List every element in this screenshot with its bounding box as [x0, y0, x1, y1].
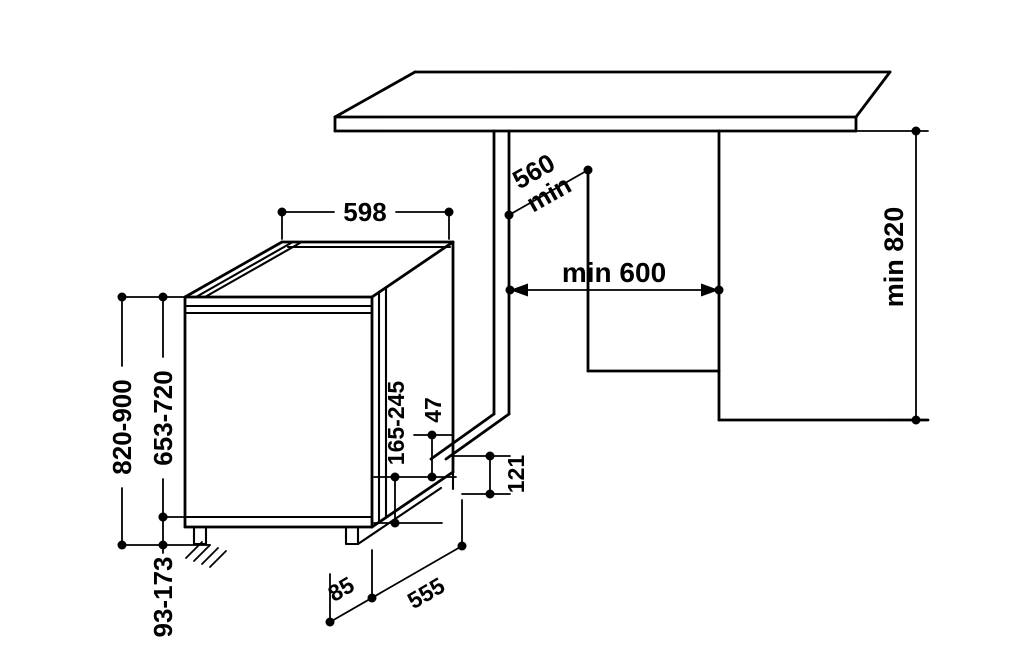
dim-label-door-panel-bottom: 165-245	[383, 381, 409, 466]
dishwasher-front-details	[183, 304, 374, 519]
dim-door-panel-bottom: 165-245	[373, 381, 457, 528]
dim-appliance-height: 820-900	[107, 292, 211, 550]
niche-left-wall	[429, 129, 590, 461]
dim-label-gap-47: 47	[420, 397, 446, 423]
niche-floor	[586, 369, 930, 422]
dim-clearance-121: 121	[452, 451, 529, 499]
dishwasher-feet	[192, 470, 455, 546]
dim-niche-width: min 600	[505, 257, 724, 297]
dim-label-plinth-height: 93-173	[148, 557, 178, 638]
worktop	[333, 70, 892, 133]
dim-gap-47: 47	[413, 397, 453, 482]
dim-plinth-height: 93-173	[148, 512, 178, 638]
dim-label-appliance-height: 820-900	[107, 379, 137, 474]
dishwasher-top-details	[194, 241, 452, 299]
dim-label-niche-height: min 820	[879, 207, 909, 308]
dim-door-panel-height: 653-720	[148, 292, 188, 522]
dim-label-niche-width: min 600	[562, 257, 666, 288]
dishwasher-body	[183, 240, 455, 568]
dishwasher-side-face	[370, 240, 455, 529]
dim-label-top-width: 598	[343, 197, 386, 227]
dim-label-clearance-121: 121	[503, 455, 529, 494]
dim-label-door-panel-height: 653-720	[148, 370, 178, 465]
floor-hatch	[185, 541, 227, 568]
dim-niche-height: min 820	[857, 126, 929, 425]
dim-top-width: 598	[277, 197, 454, 240]
dishwasher-front-face	[183, 295, 374, 529]
